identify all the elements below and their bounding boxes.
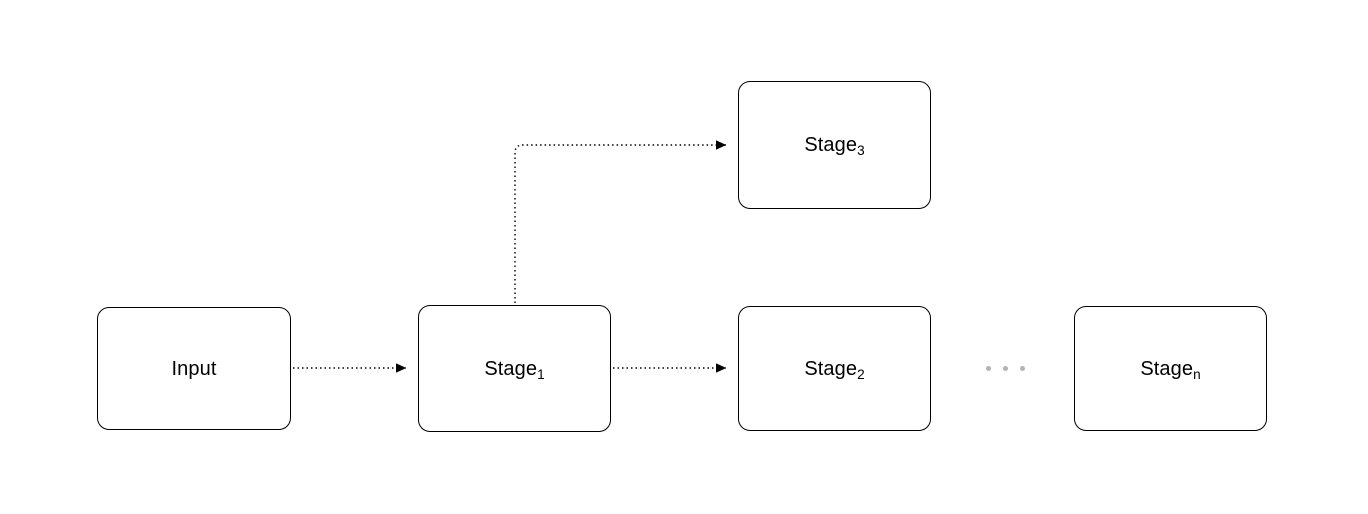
continuation-ellipsis bbox=[986, 366, 1025, 371]
node-stage-2[interactable]: Stage2 bbox=[738, 306, 931, 431]
ellipsis-dot bbox=[1003, 366, 1008, 371]
node-stage-1-label: Stage1 bbox=[484, 357, 545, 382]
node-input-label: Input bbox=[171, 357, 217, 380]
node-stage-n[interactable]: Stagen bbox=[1074, 306, 1267, 431]
ellipsis-dot bbox=[986, 366, 991, 371]
node-stage-n-label: Stagen bbox=[1140, 357, 1201, 382]
node-stage-3-label: Stage3 bbox=[804, 134, 865, 159]
node-stage-2-label: Stage2 bbox=[804, 357, 865, 382]
node-input[interactable]: Input bbox=[97, 307, 291, 430]
node-stage-3[interactable]: Stage3 bbox=[738, 81, 931, 209]
ellipsis-dot bbox=[1020, 366, 1025, 371]
connector-stage1-to-stage3 bbox=[514, 140, 727, 303]
node-stage-1[interactable]: Stage1 bbox=[418, 305, 611, 432]
